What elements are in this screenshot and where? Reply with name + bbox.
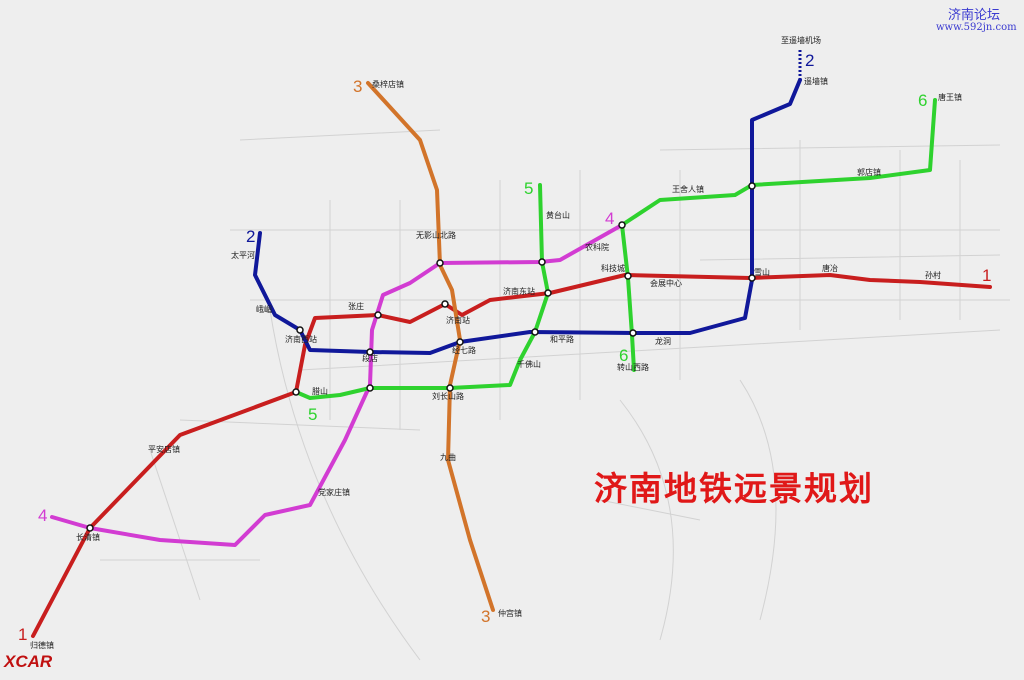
interchange-stations <box>86 182 756 532</box>
station-label: 郭店镇 <box>857 167 881 177</box>
station-label: 桑梓店镇 <box>372 79 404 89</box>
line-6-track <box>620 98 937 372</box>
line-3-track <box>366 81 495 612</box>
station-label: 雪山 <box>754 267 770 277</box>
station-label: 科技城 <box>601 263 625 273</box>
station-label: 至遥墙机场 <box>781 35 821 45</box>
line-1-track <box>31 273 992 638</box>
station-label: 济南东站 <box>503 286 535 296</box>
line-2-track <box>253 78 802 355</box>
line-4-track <box>50 223 624 547</box>
station-label: 遥墙镇 <box>804 76 828 86</box>
station-label: 张庄 <box>348 301 364 311</box>
line-2-label-west: 2 <box>246 227 255 246</box>
station-label: 段店 <box>362 353 378 363</box>
station-label: 无影山北路 <box>416 230 456 240</box>
station-label: 黄台山 <box>546 210 570 220</box>
station-label: 平安店镇 <box>148 444 180 454</box>
line-1-label-east: 1 <box>982 266 991 285</box>
station-label: 经七路 <box>452 345 476 355</box>
station-label: 转山西路 <box>617 362 649 372</box>
station-label: 孙村 <box>925 270 941 280</box>
station-label: 千佛山 <box>517 359 541 369</box>
line-5-label-south: 5 <box>308 405 317 424</box>
station-label: 仲宫镇 <box>498 608 522 618</box>
station-label: 和平路 <box>550 334 574 344</box>
line-3-label-south: 3 <box>481 607 490 626</box>
line-5-label-north: 5 <box>524 179 533 198</box>
station-label: 腊山 <box>312 386 328 396</box>
station-label: 太平河 <box>231 250 255 260</box>
station-label: 刘长山路 <box>432 391 464 401</box>
line-4-label-west: 4 <box>38 506 47 525</box>
station-label: 济南站 <box>446 315 470 325</box>
station-label: 党家庄镇 <box>318 487 350 497</box>
station-label: 农科院 <box>585 242 609 252</box>
station-label: 龙洞 <box>655 336 671 346</box>
station-label: 归德镇 <box>30 640 54 650</box>
line-4-label-east: 4 <box>605 209 614 228</box>
station-label: 唐冶 <box>822 263 838 273</box>
watermark-site-name: 济南论坛 <box>948 8 1001 23</box>
line-6-label-south: 6 <box>619 346 628 365</box>
station-labels: 至遥墙机场 遥墙镇 唐王镇 郭店镇 王舍人镇 农科院 科技城 会展中心 雪山 唐… <box>30 35 962 650</box>
station-label: 会展中心 <box>650 278 682 288</box>
xcar-logo: XCAR <box>4 652 53 671</box>
road-network <box>100 129 1010 661</box>
line-1-label-west: 1 <box>18 625 27 644</box>
station-label: 唐王镇 <box>938 92 962 102</box>
station-label: 九曲 <box>440 452 456 462</box>
line-6-label-north: 6 <box>918 91 927 110</box>
line-2-label-north: 2 <box>805 51 814 70</box>
line-5-track <box>294 183 550 400</box>
map-title: 济南地铁远景规划 <box>594 469 874 508</box>
station-label: 长清镇 <box>76 532 100 542</box>
line-3-label-north: 3 <box>353 77 362 96</box>
line-numbers: 1 1 2 2 3 3 4 4 5 5 6 6 <box>18 51 991 644</box>
station-label: 峨嵋 <box>256 304 272 314</box>
station-label: 王舍人镇 <box>672 184 704 194</box>
watermark-url: www.592jn.com <box>936 22 1017 33</box>
station-label: 济南西站 <box>285 334 317 344</box>
